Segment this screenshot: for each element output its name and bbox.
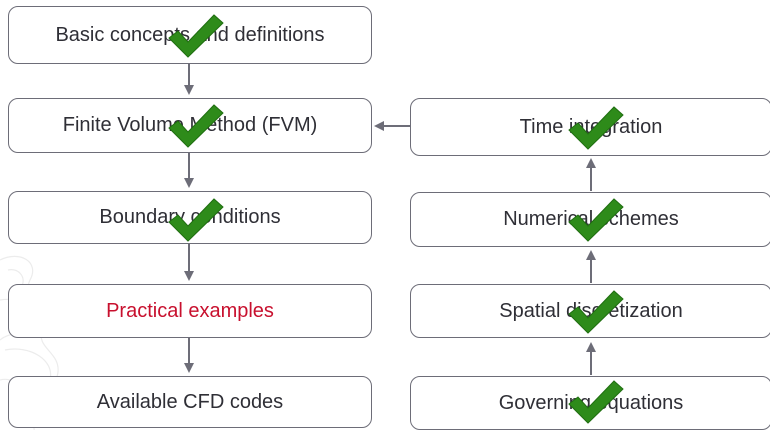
- box-label: Time integration: [519, 115, 663, 138]
- box-label: Basic concepts and definitions: [55, 23, 325, 46]
- checkmark-icon: [168, 104, 224, 148]
- box-label: Numerical schemes: [503, 208, 679, 230]
- box-label: Finite Volume Method (FVM): [62, 114, 318, 136]
- checkmark-icon: [168, 14, 224, 58]
- box-label: Governing equations: [498, 391, 684, 414]
- box-label: Available CFD codes: [96, 390, 284, 413]
- box-label: Practical examples: [106, 299, 274, 322]
- checkmark-icon: [168, 198, 224, 242]
- checkmark-icon: [568, 198, 624, 242]
- box-label: Boundary conditions: [99, 206, 281, 228]
- box-boundary-conditions: Boundary conditions: [8, 191, 372, 244]
- checkmark-icon: [568, 380, 624, 424]
- box-available-cfd-codes: Available CFD codes: [8, 376, 372, 428]
- box-label: Spatial discretization: [499, 299, 683, 322]
- checkmark-icon: [568, 290, 624, 334]
- checkmark-icon: [568, 106, 624, 150]
- box-practical-examples: Practical examples: [8, 284, 372, 338]
